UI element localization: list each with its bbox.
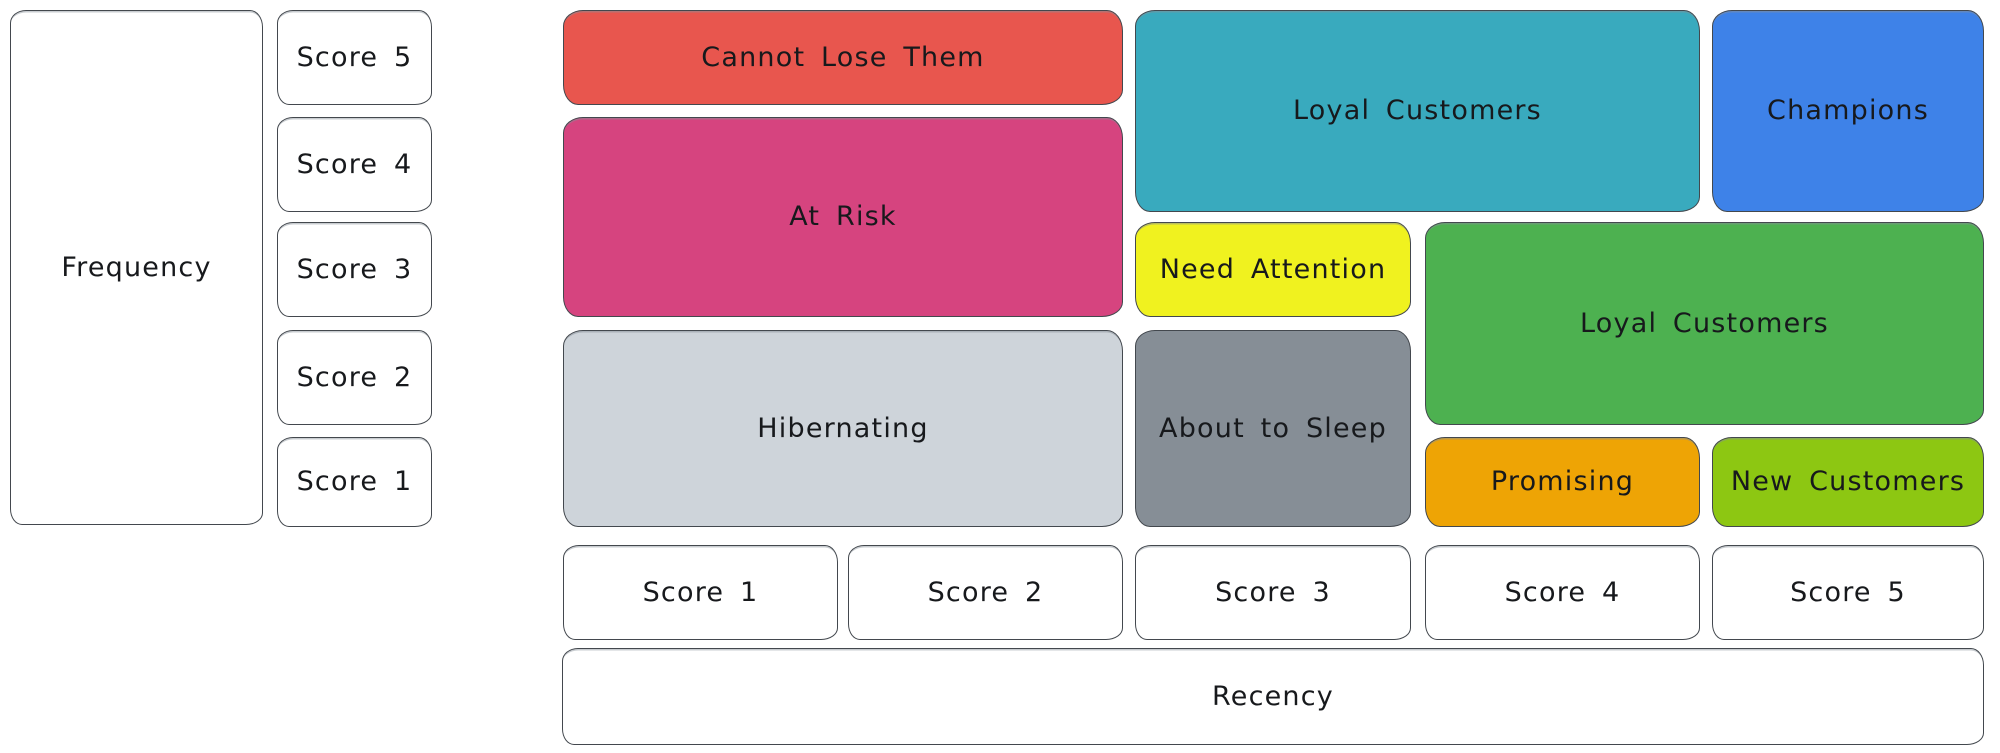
recency-axis-label: Recency [1212,680,1334,712]
recency-score-label: Score 4 [1504,576,1621,608]
segment-label: Loyal Customers [1580,307,1829,339]
frequency-score-label: Score 1 [296,466,413,498]
frequency-score-box-1: Score 1 [277,437,432,527]
frequency-score-box-3: Score 3 [277,222,432,317]
frequency-score-box-4: Score 4 [277,117,432,212]
recency-score-box-2: Score 2 [848,545,1123,640]
frequency-score-label: Score 5 [296,41,413,73]
recency-axis-label-box: Recency [562,648,1984,745]
recency-score-box-3: Score 3 [1135,545,1411,640]
segment-cannot-lose-them: Cannot Lose Them [563,10,1123,105]
recency-score-label: Score 2 [927,576,1044,608]
recency-score-label: Score 1 [642,576,759,608]
recency-score-box-1: Score 1 [563,545,838,640]
segment-hibernating: Hibernating [563,330,1123,527]
frequency-axis-label-box: Frequency [10,10,263,525]
segment-label: Need Attention [1159,253,1387,285]
segment-label: Promising [1490,466,1635,498]
recency-score-label: Score 5 [1790,576,1906,608]
frequency-score-label: Score 4 [296,148,413,180]
segment-promising: Promising [1425,437,1700,527]
segment-label: Champions [1767,95,1929,127]
segment-label: At Risk [789,201,897,233]
segment-label: Cannot Lose Them [701,41,985,73]
frequency-axis-label: Frequency [61,251,212,283]
frequency-score-label: Score 3 [296,253,413,285]
frequency-score-box-2: Score 2 [277,330,432,425]
recency-score-box-5: Score 5 [1712,545,1984,640]
segment-at-risk: At Risk [563,117,1123,317]
segment-label: New Customers [1730,466,1966,498]
segment-need-attention: Need Attention [1135,222,1411,317]
segment-loyal-customers: Loyal Customers [1135,10,1700,212]
recency-score-box-4: Score 4 [1425,545,1700,640]
segment-label: Hibernating [757,412,929,444]
segment-label: Loyal Customers [1293,95,1542,127]
segment-loyal-customers: Loyal Customers [1425,222,1984,425]
segment-new-customers: New Customers [1712,437,1984,527]
segment-champions: Champions [1712,10,1984,212]
recency-score-label: Score 3 [1215,576,1331,608]
segment-label: About to Sleep [1159,412,1387,444]
frequency-score-label: Score 2 [296,361,413,393]
segment-about-to-sleep: About to Sleep [1135,330,1411,527]
frequency-score-box-5: Score 5 [277,10,432,105]
